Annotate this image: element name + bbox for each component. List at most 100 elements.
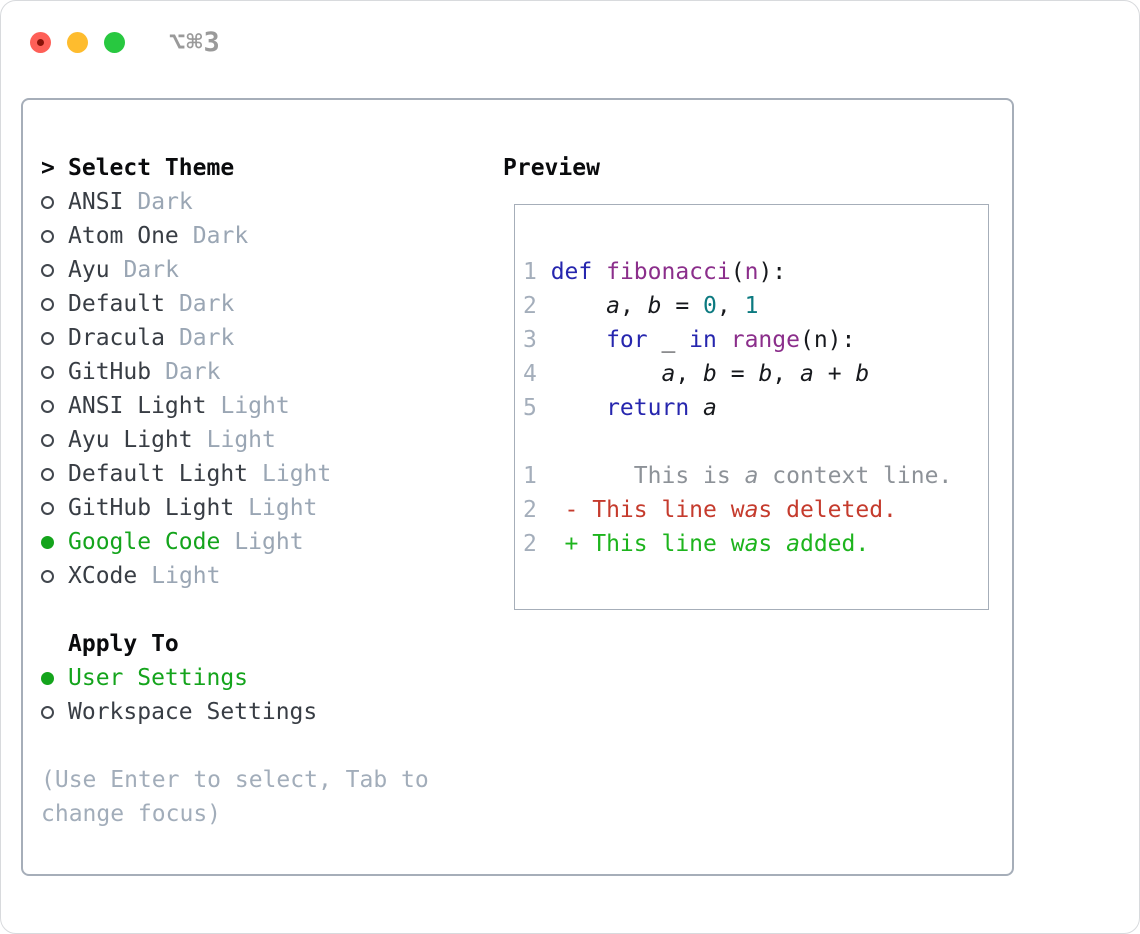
code-run	[551, 497, 565, 523]
code-run: dded.	[799, 531, 870, 557]
code-run	[592, 259, 606, 285]
code-run: 1	[744, 293, 759, 319]
apply-to-label: Apply To	[68, 631, 179, 657]
code-line: 2 + This line was added.	[523, 527, 988, 561]
zoom-button[interactable]	[104, 32, 125, 53]
code-line: 2 a, b = 0, 1	[523, 289, 988, 323]
line-number: 1	[523, 463, 537, 489]
marker-cell	[41, 263, 68, 277]
code-run: ,	[716, 293, 745, 319]
code-run: =	[716, 361, 759, 387]
marker-cell	[41, 705, 68, 719]
marker-cell	[41, 433, 68, 447]
radio-icon	[41, 297, 54, 311]
radio-icon	[41, 569, 54, 583]
line-number: 2	[523, 497, 537, 523]
help-line: change focus)	[41, 801, 222, 827]
radio-icon	[41, 467, 54, 481]
code-run	[689, 395, 703, 421]
code-run: return	[606, 395, 690, 421]
select-theme-label: Select Theme	[68, 155, 235, 181]
theme-variant: Dark	[178, 325, 235, 351]
marker-cell	[41, 501, 68, 515]
minimize-button[interactable]	[67, 32, 88, 53]
code-run: b	[647, 293, 662, 319]
code-run: fibonacci	[606, 259, 731, 285]
theme-name: Google Code	[68, 529, 221, 555]
radio-selected-icon	[41, 671, 54, 685]
theme-name: Atom One	[68, 223, 179, 249]
close-button[interactable]	[30, 32, 51, 53]
code-run: =	[661, 293, 704, 319]
radio-icon	[41, 399, 54, 413]
line-number: 2	[523, 293, 537, 319]
code-run	[551, 327, 606, 353]
apply-option[interactable]: User Settings	[41, 661, 429, 695]
radio-icon	[41, 705, 54, 719]
code-run: ):	[758, 259, 787, 285]
traffic-lights	[30, 32, 141, 53]
code-run: This is	[633, 463, 745, 489]
marker-cell	[41, 535, 68, 549]
theme-variant: Dark	[123, 257, 179, 283]
line-number: 3	[523, 327, 537, 353]
marker-cell	[41, 365, 68, 379]
code-line: 3 for _ in range(n):	[523, 323, 988, 357]
code-run: a	[786, 531, 800, 557]
line-number: 1	[523, 259, 537, 285]
apply-option[interactable]: Workspace Settings	[41, 695, 429, 729]
marker-cell	[41, 195, 68, 209]
code-run: _	[647, 327, 690, 353]
line-number: 5	[523, 395, 537, 421]
code-run: s	[758, 531, 787, 557]
apply-option-label: Workspace Settings	[68, 699, 318, 725]
code-run: a	[661, 361, 676, 387]
code-run	[551, 293, 606, 319]
radio-icon	[41, 365, 54, 379]
code-run	[551, 463, 634, 489]
theme-name: Ayu	[68, 257, 110, 283]
theme-option[interactable]: Ayu Dark	[41, 253, 429, 287]
radio-icon	[41, 195, 54, 209]
marker-cell	[41, 331, 68, 345]
code-run: for	[606, 327, 648, 353]
code-run: (	[730, 259, 745, 285]
theme-variant: Light	[151, 563, 221, 589]
code-line: 1 This is a context line.	[523, 459, 988, 493]
code-run: 0	[703, 293, 717, 319]
theme-option[interactable]: Google Code Light	[41, 525, 429, 559]
code-run: a	[744, 497, 759, 523]
code-run: a	[800, 361, 814, 387]
theme-name: GitHub	[68, 359, 152, 385]
radio-icon	[41, 433, 54, 447]
marker-cell: >	[41, 155, 68, 181]
radio-icon	[41, 331, 54, 345]
theme-variant: Light	[234, 529, 304, 555]
titlebar: ⌥⌘3	[30, 27, 221, 58]
code-run: in	[689, 327, 717, 353]
code-run: range	[730, 327, 800, 353]
code-run: b	[703, 361, 717, 387]
code-run: n	[744, 259, 759, 285]
code-run	[717, 327, 731, 353]
radio-icon	[41, 501, 54, 515]
code-run	[551, 531, 565, 557]
marker-cell	[41, 229, 68, 243]
theme-variant: Light	[206, 427, 276, 453]
